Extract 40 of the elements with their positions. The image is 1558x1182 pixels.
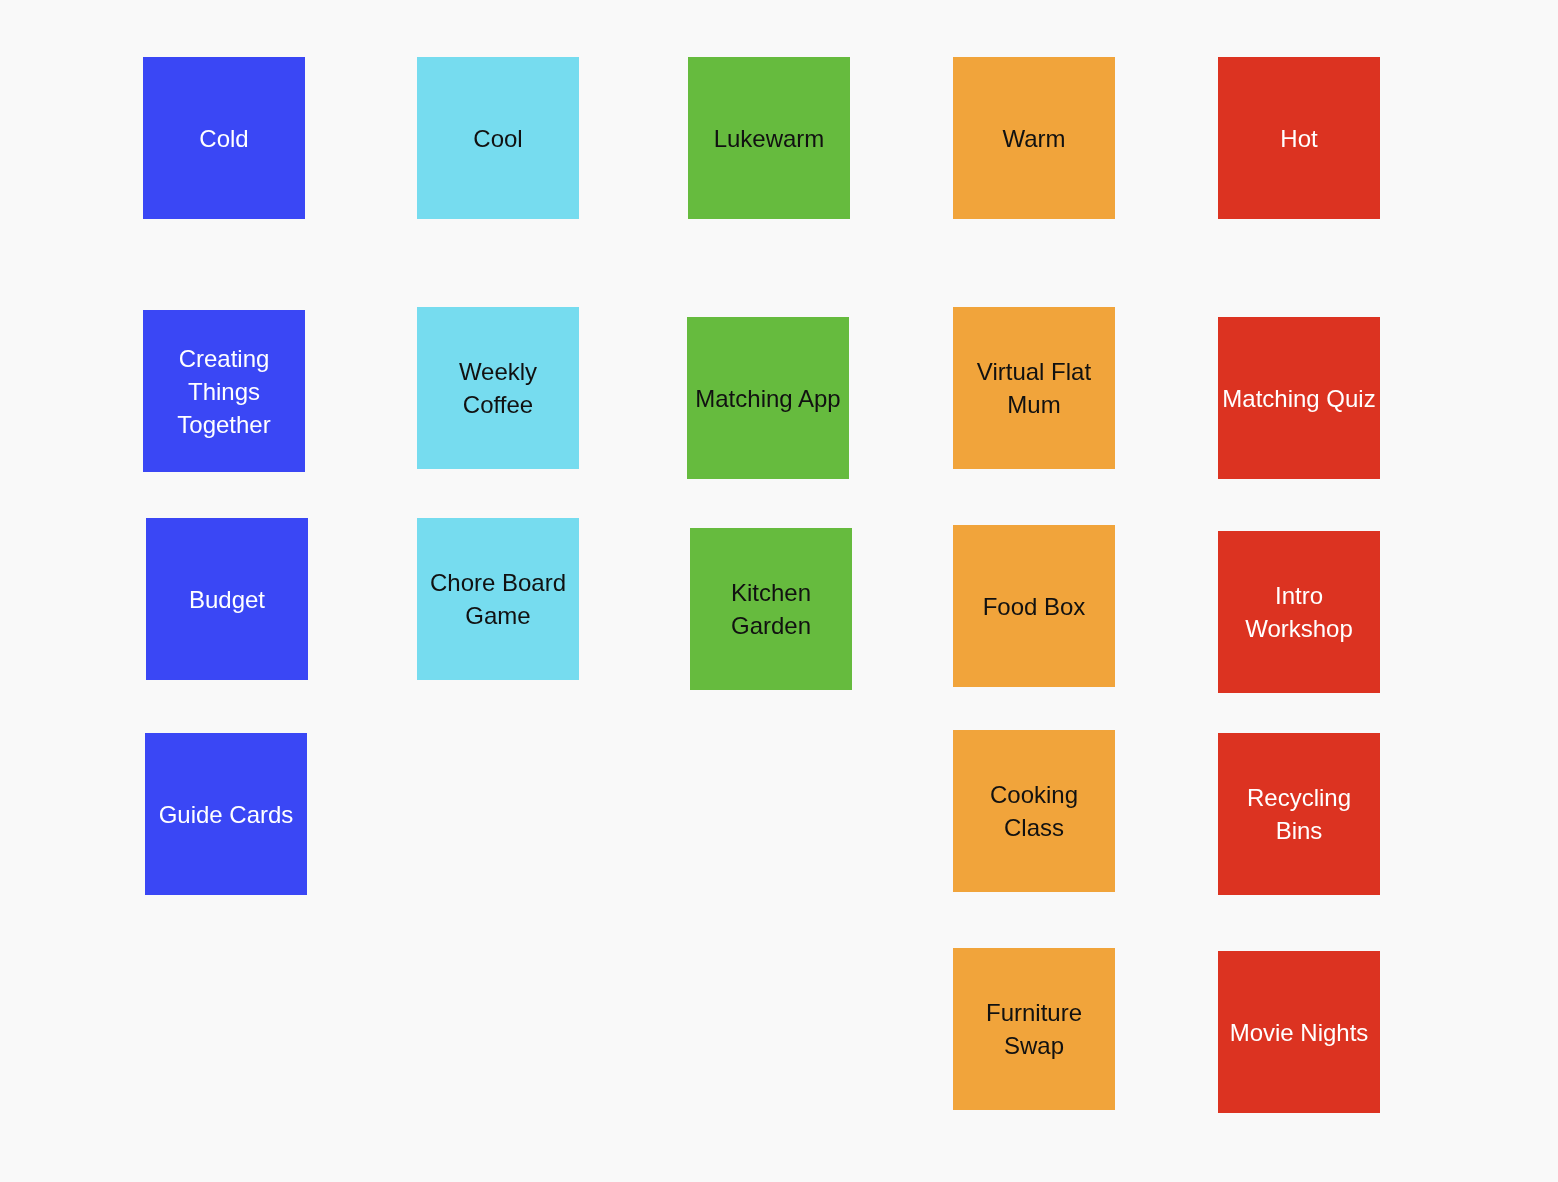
sticky-note [953,57,1115,219]
note-text: Cool [473,123,523,154]
sticky-note [417,518,579,680]
note-text: Cooking Class [988,780,1080,843]
note-text: Weekly Coffee [457,357,539,420]
sticky-note [688,57,850,219]
note-text: Virtual Flat Mum [975,357,1093,420]
sticky-note [953,525,1115,687]
note-text: Lukewarm [713,123,825,154]
sticky-note [953,307,1115,469]
note-text: Guide Cards [158,799,294,830]
note-text: Chore Board Game [428,568,568,631]
note-text: Matching App [695,383,841,414]
note-text: Intro Workshop [1244,581,1354,644]
note-text: Creating Things Together [176,343,272,440]
sticky-note [143,57,305,219]
sticky-note [1218,951,1380,1113]
note-text: Budget [188,584,266,615]
note-text: Kitchen Garden [729,578,813,641]
note-text: Warm [1002,123,1066,154]
note-text: Furniture Swap [984,998,1083,1061]
note-text: Movie Nights [1229,1017,1369,1048]
note-text: Hot [1280,123,1318,154]
sticky-note [145,733,307,895]
sticky-note [953,948,1115,1110]
sticky-note [146,518,308,680]
sticky-note [417,57,579,219]
sticky-note [1218,531,1380,693]
sticky-note [1218,733,1380,895]
sticky-note [143,310,305,472]
note-text: Food Box [982,591,1086,622]
sticky-note [417,307,579,469]
note-text: Matching Quiz [1222,383,1376,414]
note-text: Cold [199,123,249,154]
note-text: Recycling Bins [1245,783,1352,846]
sticky-note [687,317,849,479]
sticky-note [953,730,1115,892]
sticky-note [690,528,852,690]
sticky-note [1218,317,1380,479]
sticky-note [1218,57,1380,219]
